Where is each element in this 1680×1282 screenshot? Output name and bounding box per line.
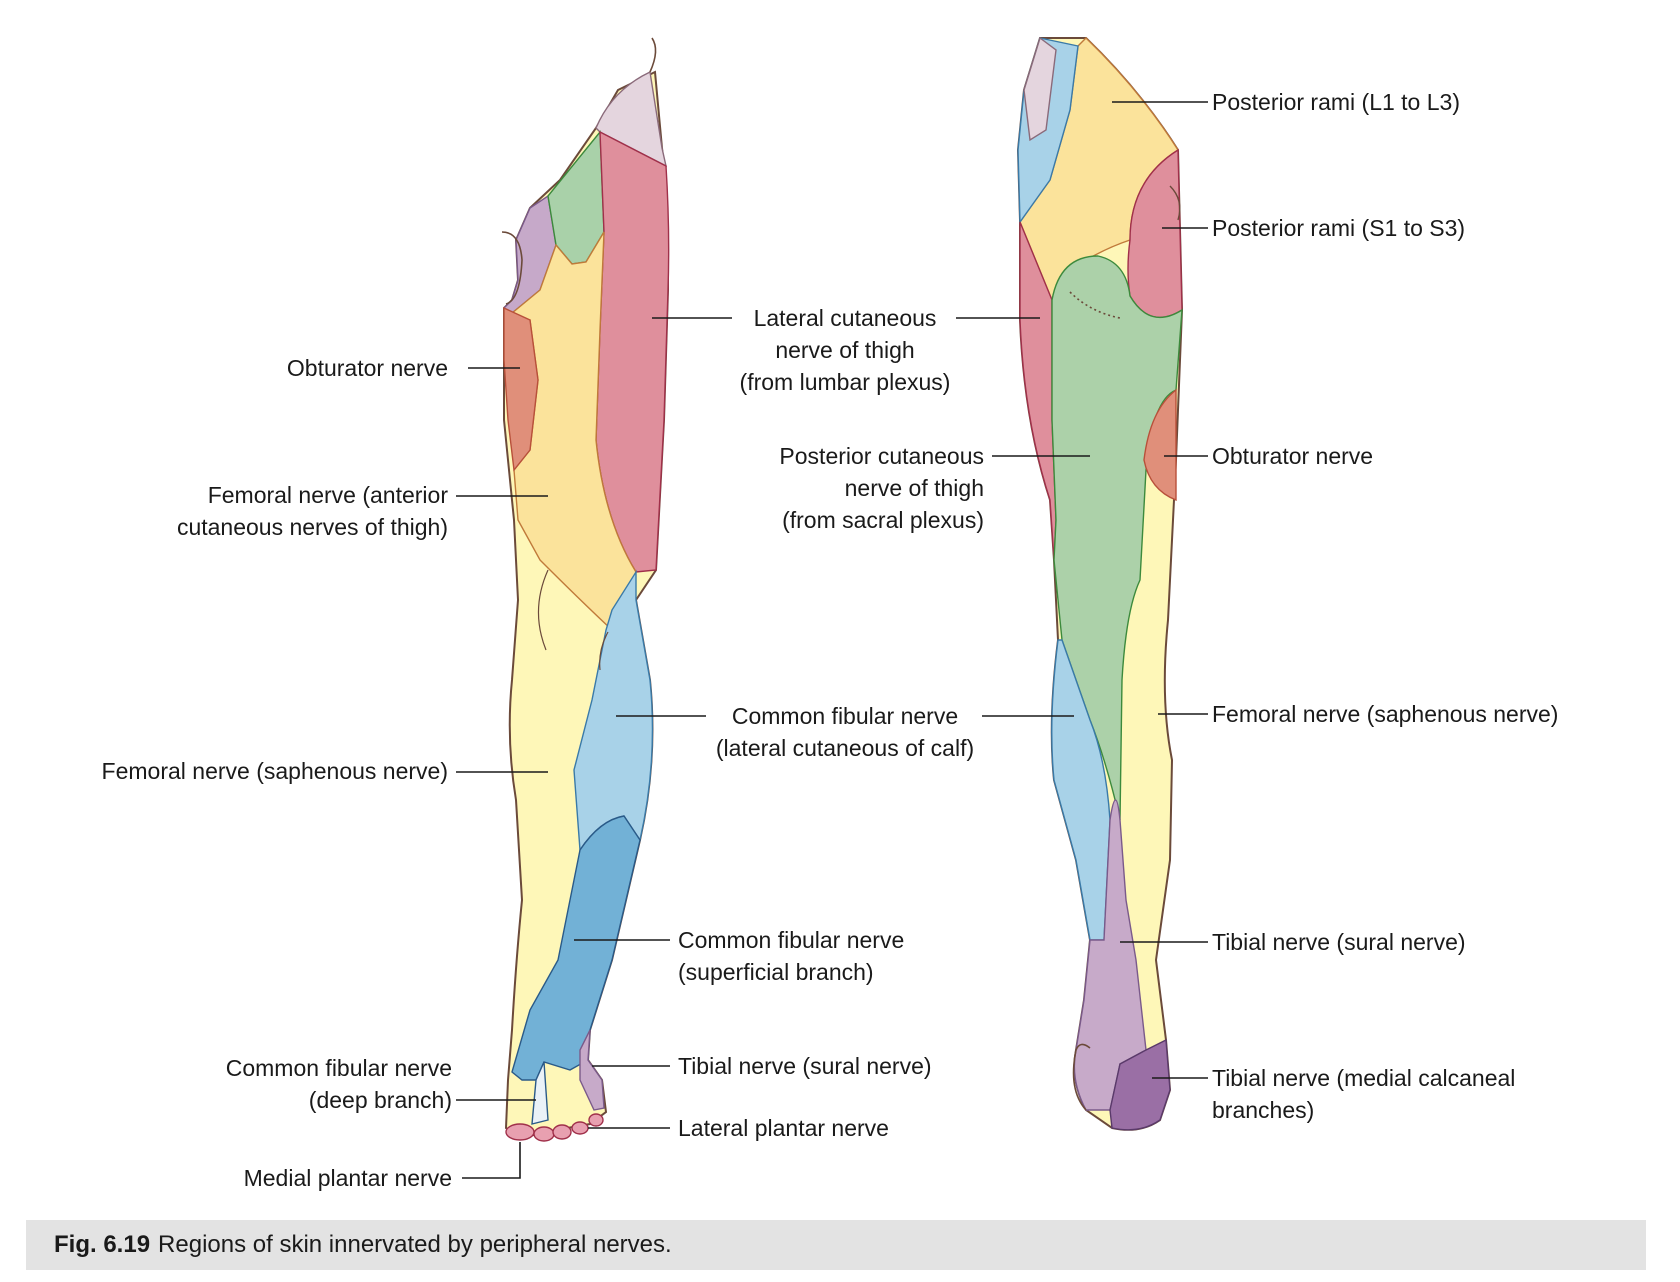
- heel-line: [1072, 1043, 1091, 1111]
- label-posterior-cutaneous: Posterior cutaneous: [779, 443, 984, 469]
- label-obturator-posterior: Obturator nerve: [1212, 443, 1373, 469]
- label-obturator: Obturator nerve: [287, 355, 448, 381]
- knee-line: [599, 631, 609, 671]
- label-saphenous-posterior: Femoral nerve (saphenous nerve): [1212, 701, 1558, 727]
- anterior-toes: [505, 1113, 604, 1142]
- label-lateral-cutaneous: nerve of thigh: [775, 337, 914, 363]
- toe: [588, 1113, 604, 1127]
- label-femoral-anterior: Femoral nerve (anterior: [208, 482, 449, 508]
- region-fibular-superficial: [511, 815, 641, 1081]
- label-sural-posterior: Tibial nerve (sural nerve): [1212, 929, 1466, 955]
- region-subcostal-posterior: [1023, 36, 1057, 142]
- figure-number: Fig. 6.19: [54, 1231, 151, 1258]
- label-fibular-deep: (deep branch): [309, 1087, 452, 1113]
- anterior-leg: [501, 37, 670, 1142]
- label-sural-anterior: Tibial nerve (sural nerve): [678, 1053, 932, 1079]
- region-obturator-posterior: [1143, 388, 1177, 502]
- label-posterior-cutaneous: nerve of thigh: [845, 475, 984, 501]
- label-femoral-anterior: cutaneous nerves of thigh): [177, 514, 448, 540]
- label-fibular-calf: (lateral cutaneous of calf): [716, 735, 974, 761]
- label-lateral-plantar: Lateral plantar nerve: [678, 1115, 889, 1141]
- region-subcostal: [595, 70, 668, 168]
- label-medial-plantar: Medial plantar nerve: [244, 1165, 452, 1191]
- region-sural-anterior: [579, 1029, 605, 1111]
- label-lateral-cutaneous: Lateral cutaneous: [754, 305, 937, 331]
- caption-bar: Fig. 6.19 Regions of skin innervated by p…: [26, 1220, 1646, 1270]
- toe: [533, 1126, 555, 1142]
- toe: [505, 1123, 535, 1141]
- hip-top-line: [649, 37, 657, 73]
- caption-text: Regions of skin innervated by peripheral…: [158, 1231, 672, 1258]
- region-fibular-deep: [531, 1061, 549, 1125]
- region-medial-calcaneal: [1109, 1038, 1171, 1131]
- label-fibular-superficial: (superficial branch): [678, 959, 874, 985]
- figure-caption: Fig. 6.19 Regions of skin innervated by p…: [54, 1231, 672, 1259]
- label-rami-sacral: Posterior rami (S1 to S3): [1212, 215, 1465, 241]
- label-calcaneal: Tibial nerve (medial calcaneal: [1212, 1065, 1515, 1091]
- posterior-leg: [1016, 36, 1184, 1131]
- label-saphenous: Femoral nerve (saphenous nerve): [102, 758, 448, 784]
- sacral-curve: [1169, 185, 1181, 221]
- anterior-labels: Obturator nerve Femoral nerve (anterior …: [102, 305, 975, 1191]
- label-fibular-calf: Common fibular nerve: [732, 703, 958, 729]
- region-obturator-anterior: [503, 306, 539, 472]
- label-lateral-cutaneous: (from lumbar plexus): [740, 369, 951, 395]
- toe: [571, 1121, 589, 1135]
- knee-line: [537, 569, 549, 651]
- hip-line: [501, 231, 523, 305]
- label-rami-lumbar: Posterior rami (L1 to L3): [1212, 89, 1460, 115]
- label-posterior-cutaneous: (from sacral plexus): [782, 507, 984, 533]
- label-fibular-deep: Common fibular nerve: [226, 1055, 452, 1081]
- label-calcaneal: branches): [1212, 1097, 1314, 1123]
- label-fibular-superficial: Common fibular nerve: [678, 927, 904, 953]
- posterior-labels: Posterior cutaneous nerve of thigh (from…: [779, 89, 1558, 1123]
- toe: [552, 1124, 572, 1140]
- region-genitofemoral: [547, 130, 605, 265]
- leader-lines: [456, 101, 1208, 1179]
- leader-medial-plantar: [462, 1142, 521, 1179]
